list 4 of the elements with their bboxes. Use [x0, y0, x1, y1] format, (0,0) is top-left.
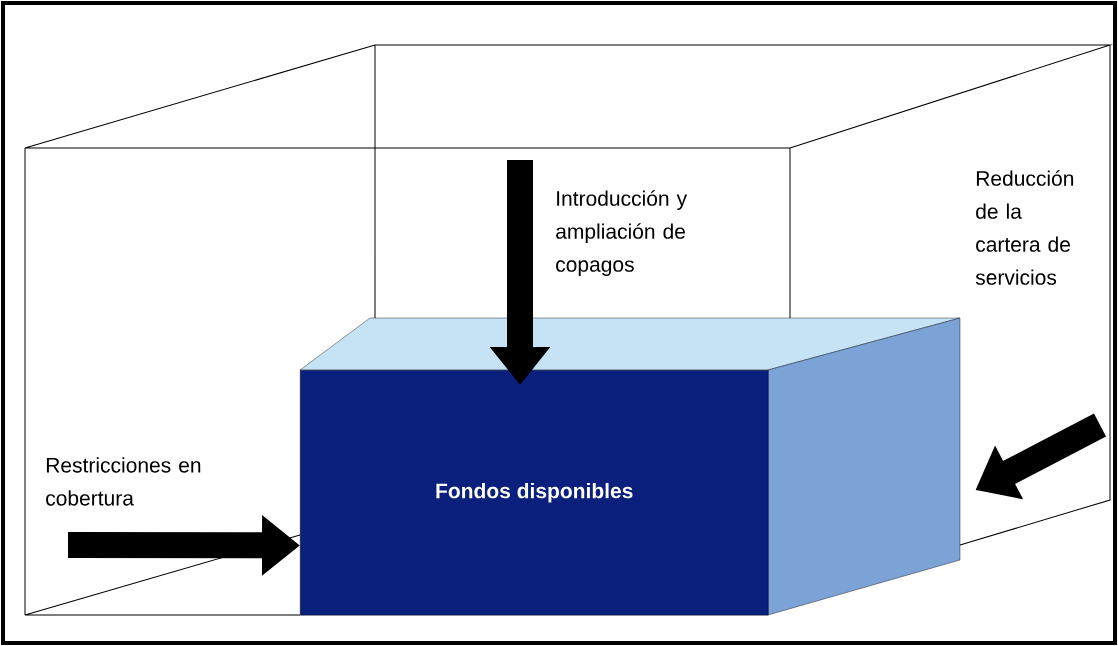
label-text: Restricciones en cobertura [46, 457, 201, 506]
label-text: Reducción de la cartera de servicios [975, 170, 1074, 285]
block-drawing: Fondos disponibles [299, 317, 961, 616]
label-text: Introducción y ampliación de copagos [556, 190, 688, 277]
